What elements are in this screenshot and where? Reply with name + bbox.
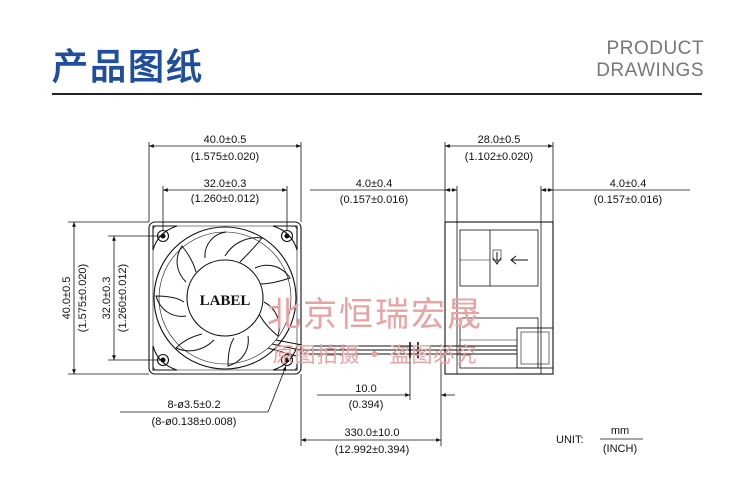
strip-dim-inch: (0.394) xyxy=(349,399,384,411)
hole-dim-mm: 8-ø3.5±0.2 xyxy=(167,399,220,411)
page-title: 产品图纸 xyxy=(52,47,205,88)
wire-leads xyxy=(300,342,517,358)
unit-legend: UNIT: mm (INCH) xyxy=(556,425,643,455)
unit-mm: mm xyxy=(611,425,629,437)
lead-dim-mm: 330.0±10.0 xyxy=(345,427,400,439)
front-top-dims xyxy=(148,142,302,230)
connector-block xyxy=(516,327,554,369)
side-frame-outline xyxy=(444,221,554,375)
pitch-dim-inch: (1.260±0.012) xyxy=(191,193,259,205)
hole-dim-inch: (8-ø0.138±0.008) xyxy=(152,416,237,428)
fan-opening xyxy=(153,226,297,370)
hub xyxy=(186,259,264,337)
watermark-line-1: 北京恒瑞宏晟 xyxy=(267,295,483,335)
airflow-arrow-icon xyxy=(492,249,528,265)
flange-left-dim-inch: (0.157±0.016) xyxy=(340,194,408,206)
pitch-dim-mm: 32.0±0.3 xyxy=(204,178,247,190)
front-wire-exit xyxy=(267,339,303,357)
hole-callout-leader xyxy=(120,365,287,413)
unit-inch: (INCH) xyxy=(603,443,637,455)
strip-dim-mm: 10.0 xyxy=(355,383,376,395)
height-dim-inch: (1.575±0.020) xyxy=(77,264,89,332)
height-dim-mm: 40.0±0.5 xyxy=(61,277,73,320)
mounting-holes xyxy=(156,229,294,367)
front-left-dims xyxy=(68,221,160,375)
vpitch-dim-inch: (1.260±0.012) xyxy=(117,264,129,332)
lead-dim-inch: (12.992±0.394) xyxy=(335,444,410,456)
subtitle-line-2: DRAWINGS xyxy=(596,60,704,81)
strip-dims xyxy=(317,358,455,400)
page-subtitle: PRODUCT DRAWINGS xyxy=(596,38,704,82)
fan-blades xyxy=(155,231,291,367)
depth-dim-mm: 28.0±0.5 xyxy=(478,134,521,146)
fan-frame-outline xyxy=(148,221,302,375)
flange-right-dim-inch: (0.157±0.016) xyxy=(594,194,662,206)
watermark-line-2: 原图拍摄 • 盗图必究 xyxy=(273,343,478,367)
height-dim-labels: 40.0±0.5 (1.575±0.020) 32.0±0.3 (1.260±0… xyxy=(61,264,129,332)
flange-right-dim-mm: 4.0±0.4 xyxy=(610,178,647,190)
subtitle-line-1: PRODUCT xyxy=(606,38,704,59)
width-dim-mm: 40.0±0.5 xyxy=(204,134,247,146)
side-view xyxy=(444,221,554,375)
front-view xyxy=(148,221,302,375)
lead-dims xyxy=(300,374,442,446)
side-top-dims xyxy=(310,142,690,222)
title-divider xyxy=(52,93,702,95)
unit-label: UNIT: xyxy=(556,434,584,446)
label-text: LABEL xyxy=(200,293,251,309)
corner-pockets xyxy=(152,225,298,371)
fan-frame-inner xyxy=(152,225,298,371)
depth-dim-inch: (1.102±0.020) xyxy=(465,151,533,163)
width-dim-inch: (1.575±0.020) xyxy=(191,151,259,163)
flange-left-dim-mm: 4.0±0.4 xyxy=(356,178,393,190)
vpitch-dim-mm: 32.0±0.3 xyxy=(101,277,113,320)
